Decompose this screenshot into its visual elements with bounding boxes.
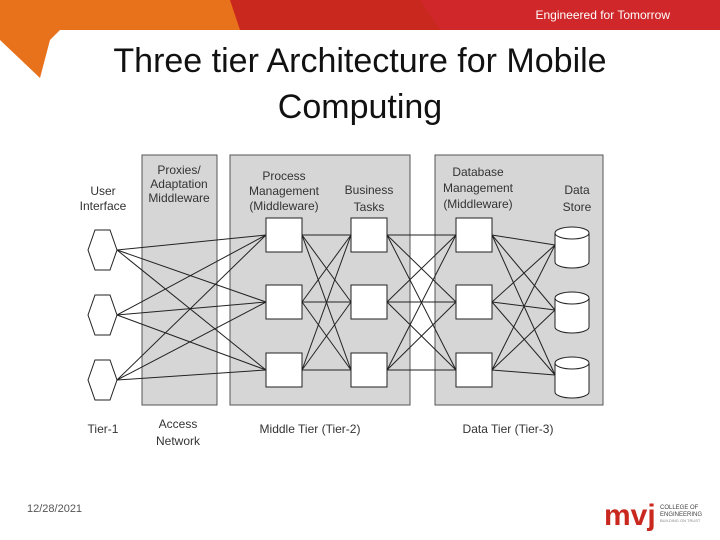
process-node — [265, 352, 303, 388]
svg-text:mvj: mvj — [604, 499, 656, 532]
user-interface-node — [87, 229, 118, 271]
title-line-2: Computing — [277, 88, 443, 126]
middle-tier-label: Middle Tier (Tier-2) — [260, 422, 361, 436]
business-node — [350, 217, 388, 253]
tier1-label: Tier-1 — [88, 422, 119, 436]
slide-date: 12/28/2021 — [27, 503, 83, 515]
database-node — [455, 217, 493, 253]
svg-text:COLLEGE OF: COLLEGE OF — [660, 505, 699, 511]
process-node — [265, 217, 303, 253]
data-tier-label: Data Tier (Tier-3) — [463, 422, 554, 436]
business-node — [350, 284, 388, 320]
database-node — [455, 284, 493, 320]
database-node — [455, 352, 493, 388]
user-interface-node — [87, 359, 118, 401]
data-store-node — [554, 291, 590, 334]
svg-text:BUILDING ON TRUST: BUILDING ON TRUST — [660, 518, 701, 523]
business-node — [350, 352, 388, 388]
data-store-node — [554, 226, 590, 269]
page-title: Three tier Architecture for Mobile Compu… — [40, 38, 680, 130]
mvj-logo: mvj COLLEGE OF ENGINEERING BUILDING ON T… — [604, 499, 702, 532]
user-interface-node — [87, 294, 118, 336]
tagline: Engineered for Tomorrow — [535, 8, 670, 22]
header-banner — [0, 0, 720, 78]
data-store-node — [554, 356, 590, 399]
process-node — [265, 284, 303, 320]
title-line-1: Three tier Architecture for Mobile — [113, 42, 607, 80]
svg-text:ENGINEERING: ENGINEERING — [660, 512, 702, 518]
